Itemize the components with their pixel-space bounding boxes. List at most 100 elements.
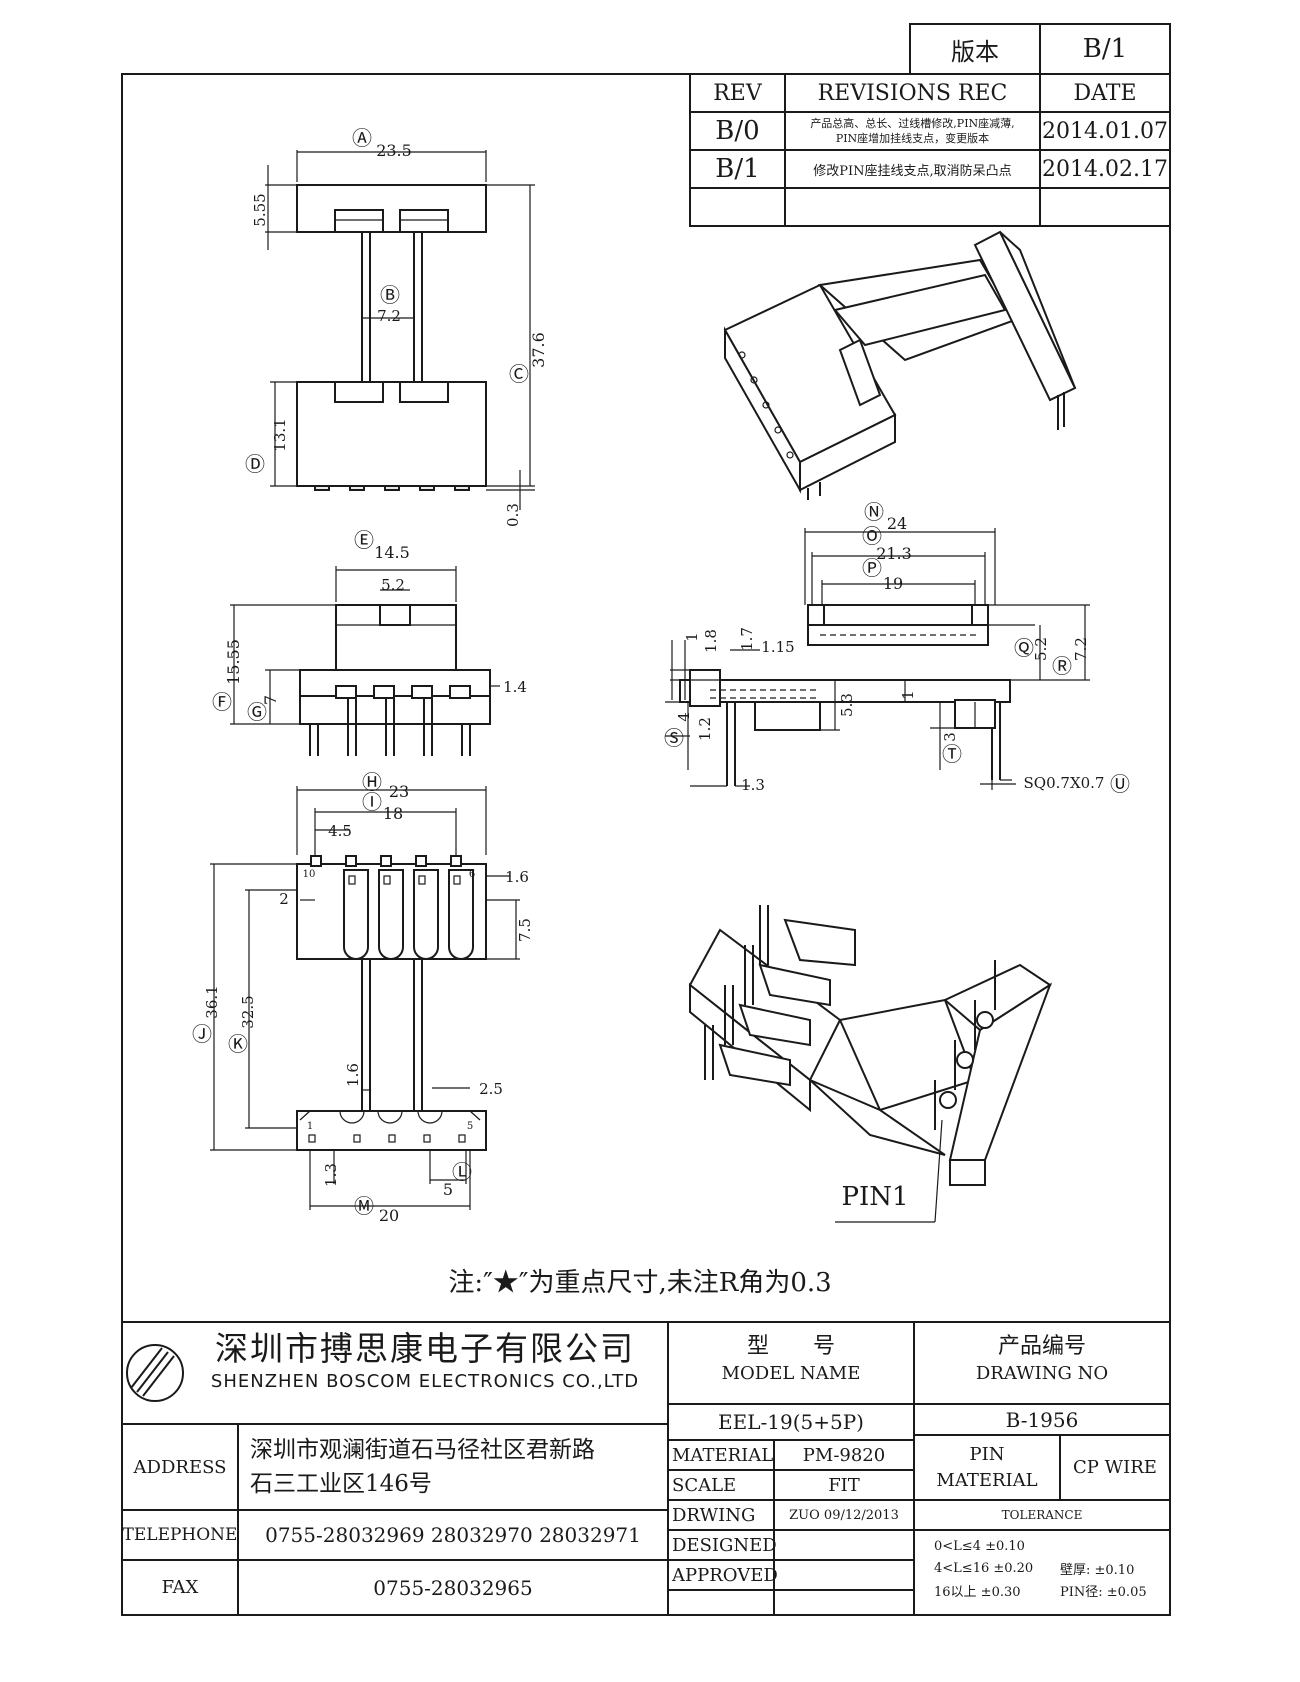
pin-1-label: 1 (306, 1120, 314, 1132)
address-value: 深圳市观澜街道石马径社区君新路 石三工业区146号 (238, 1424, 668, 1510)
company-name-en: SHENZHEN BOSCOM ELECTRONICS CO.,LTD (210, 1370, 640, 1392)
dim-pin-gap: 0.3 (504, 503, 522, 527)
dim-B-value: 7.2 (377, 307, 401, 325)
rec-b0: 产品总高、总长、过线槽修改,PIN座减薄, PIN座增加挂线支点，变更版本 (785, 112, 1040, 150)
dim-d1-8: 1.8 (702, 629, 720, 653)
tolerance-row-3: 16以上 ±0.30 (934, 1584, 1021, 1600)
fax-label: FAX (161, 1577, 199, 1598)
version-value: B/1 (1082, 34, 1128, 64)
drawing-note: 注:″★″为重点尺寸,未注R角为0.3 (448, 1267, 832, 1298)
dim-T-marker: Ⓣ (942, 741, 962, 766)
designed-label: DESIGNED (672, 1534, 777, 1556)
dim-A-marker: Ⓐ (352, 125, 372, 150)
drawing-frame (121, 73, 1171, 1616)
telephone-value: 0755-28032969 28032970 28032971 (265, 1523, 641, 1547)
dim-J-value: 36.1 (203, 985, 221, 1019)
dim-core-1-6: 1.6 (344, 1063, 362, 1087)
date-b0: 2014.01.07 (1042, 118, 1168, 144)
dim-R-marker: Ⓡ (1052, 653, 1072, 678)
dim-d1-3: 1.3 (741, 776, 765, 794)
date-b1: 2014.02.17 (1042, 156, 1168, 182)
dim-Q-value: 5.2 (1032, 637, 1050, 661)
drwing-label: DRWING (672, 1504, 756, 1526)
dim-O-value: 21.3 (876, 543, 912, 563)
dim-S-marker: Ⓢ (664, 725, 684, 750)
date-header: DATE (1073, 80, 1137, 106)
dim-O-marker: Ⓞ (862, 523, 882, 548)
dim-width-7-5: 7.5 (516, 918, 534, 942)
dim-C-marker: Ⓒ (509, 361, 529, 386)
dim-M-value: 20 (378, 1205, 400, 1225)
dim-A-value: 23.5 (376, 140, 412, 160)
dim-H-value: 23 (388, 781, 410, 801)
dim-F-value: 15.55 (223, 639, 243, 685)
dim-I-marker: Ⓘ (362, 789, 382, 814)
fax-value: 0755-28032965 (373, 1575, 533, 1600)
scale-label: SCALE (672, 1474, 737, 1496)
dim-K-marker: Ⓚ (228, 1031, 248, 1056)
dim-Q-marker: Ⓠ (1014, 635, 1034, 660)
dim-d1-7: 1.7 (738, 627, 756, 651)
dim-width-2: 2 (279, 890, 289, 908)
dim-N-marker: Ⓝ (864, 499, 884, 524)
model-label-cn: 型 号 (746, 1334, 835, 1359)
dim-S-value: 4 (675, 712, 693, 722)
pin-10-label: 10 (302, 868, 316, 880)
dim-d1: 1 (683, 632, 701, 642)
pin-material-label: PIN MATERIAL (914, 1435, 1060, 1500)
iso-view-bottom (688, 905, 1052, 1223)
material-label: MATERIAL (672, 1444, 774, 1466)
dim-D-marker: Ⓓ (245, 451, 265, 476)
pin-wire-tolerance: PIN径: ±0.05 (1060, 1584, 1147, 1600)
rev-b0: B/0 (715, 116, 760, 146)
dim-P-marker: Ⓟ (862, 555, 882, 580)
dim-L-marker: Ⓛ (452, 1159, 472, 1184)
dim-d1-2: 1.2 (696, 717, 714, 741)
dim-width-1-6: 1.6 (505, 868, 529, 886)
dim-width-2-5: 2.5 (479, 1080, 503, 1098)
dim-E-value: 14.5 (374, 542, 410, 562)
rev-b1: B/1 (715, 154, 760, 184)
rev-header: REV (713, 80, 762, 106)
pin-material-label-2: MATERIAL (936, 1469, 1038, 1491)
drawing-no-label-en: DRAWING NO (975, 1362, 1109, 1384)
company-logo (126, 1344, 184, 1402)
dim-d5-3: 5.3 (838, 693, 856, 717)
material-value: PM-9820 (802, 1444, 886, 1466)
pin1-callout: PIN1 (841, 1182, 909, 1212)
model-label-en: MODEL NAME (721, 1362, 861, 1384)
tolerance-label: TOLERANCE (1001, 1508, 1083, 1522)
dim-top-height: 5.55 (251, 193, 269, 227)
tolerance-row-2: 4<L≤16 ±0.20 (934, 1560, 1034, 1576)
front-view (265, 150, 535, 510)
telephone-label: TELEPHONE (122, 1525, 238, 1545)
scale-value: FIT (828, 1474, 860, 1496)
dim-sq-pin: SQ0.7X0.7 (1023, 774, 1105, 792)
dim-G-marker: Ⓖ (247, 699, 267, 724)
dim-T-value: 3 (941, 732, 959, 742)
dim-E-marker: Ⓔ (354, 527, 374, 552)
dim-B-marker: Ⓑ (380, 282, 400, 307)
dim-F-marker: Ⓕ (212, 689, 232, 714)
dim-G-value: 7 (260, 694, 280, 706)
model-value: EEL-19(5+5P) (718, 1410, 864, 1434)
dim-side-thickness: 1.4 (503, 678, 527, 696)
rec-b0-line1: 产品总高、总长、过线槽修改,PIN座减薄, (810, 117, 1015, 130)
drwing-value: ZUO 09/12/2013 (789, 1507, 899, 1523)
section-view (665, 528, 1090, 790)
company-name-cn: 深圳市搏思康电子有限公司 (215, 1329, 635, 1368)
title-block-grid (122, 1321, 1170, 1615)
pin-material-label-1: PIN (969, 1443, 1005, 1465)
dim-D-value: 13.1 (271, 418, 289, 452)
dim-R-value: 7.2 (1072, 637, 1090, 661)
approved-label: APPROVED (672, 1564, 778, 1586)
drawing-no-value: B-1956 (1005, 1407, 1079, 1432)
pin-material-value: CP WIRE (1073, 1457, 1157, 1478)
dim-C-value: 37.6 (528, 332, 548, 368)
iso-view-top (723, 230, 1077, 500)
dim-slot: 5.2 (381, 576, 405, 594)
dim-P-value: 19 (882, 573, 904, 593)
dim-d1-15: 1.15 (761, 638, 795, 656)
dim-N-value: 24 (886, 513, 908, 533)
